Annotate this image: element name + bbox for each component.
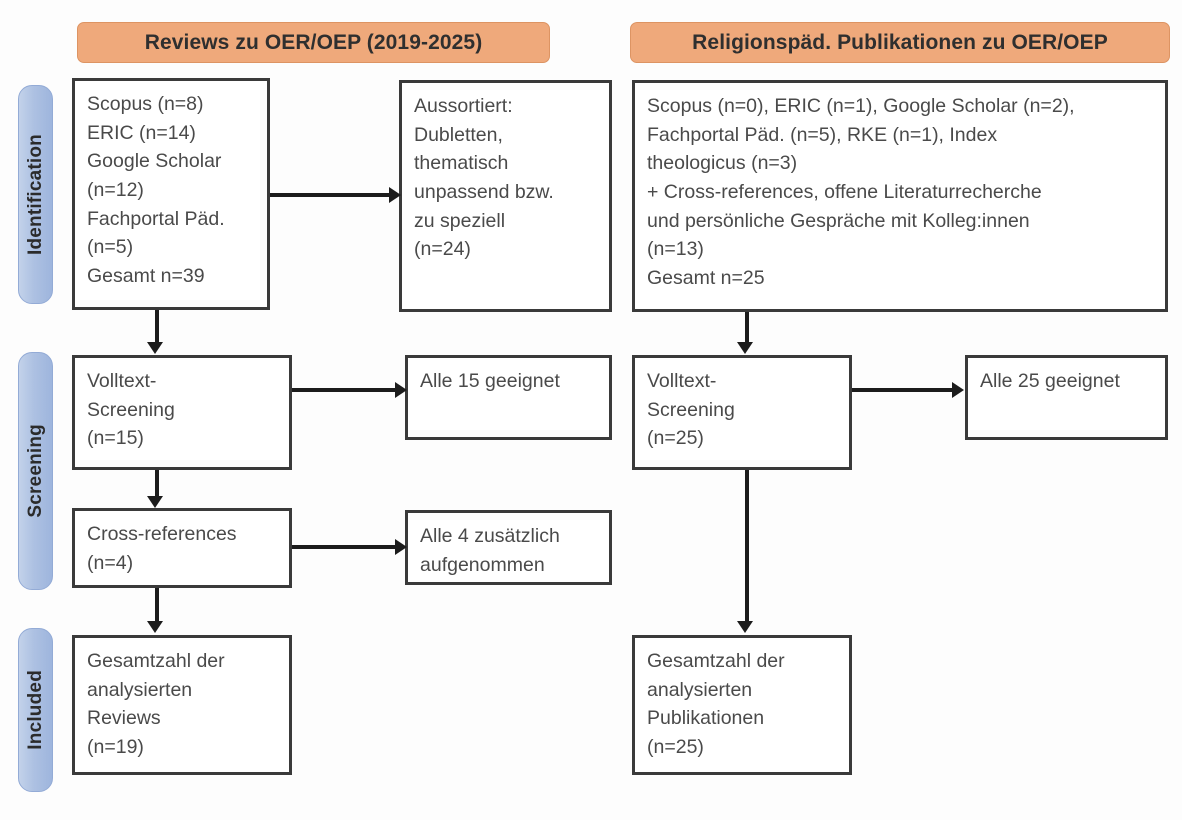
arrowhead-excluded: [389, 187, 401, 203]
box-line: Dubletten,: [414, 123, 503, 146]
connector-ident-right-to-fulltext-right: [745, 312, 749, 344]
box-line: (n=5): [87, 236, 134, 259]
stage-label-included: Included: [24, 670, 46, 750]
box-line: (n=4): [87, 551, 134, 574]
fulltext-screening-right-box: Volltext- Screening (n=25): [632, 355, 852, 470]
box-line: analysierten: [647, 678, 753, 701]
box-line: Volltext-: [647, 370, 717, 392]
box-line: Aussortiert:: [414, 95, 513, 117]
column-header-reviews: Reviews zu OER/OEP (2019-2025): [77, 22, 550, 63]
box-line: Cross-references: [87, 523, 237, 545]
box-line: analysierten: [87, 678, 193, 701]
stage-rail-screening: Screening: [18, 352, 53, 590]
box-line: Screening: [647, 398, 735, 421]
arrowhead-fulltext-left: [147, 342, 163, 354]
arrowhead-included-left: [147, 621, 163, 633]
box-line: Gesamtzahl der: [87, 650, 225, 672]
box-line: (n=25): [647, 427, 704, 450]
connector-fulltext-right-to-included-right: [745, 470, 749, 623]
identification-sources-right-box: Scopus (n=0), ERIC (n=1), Google Scholar…: [632, 80, 1168, 312]
box-line: Gesamt n=39: [87, 264, 205, 287]
box-line: Publikationen: [647, 707, 765, 730]
box-line: aufgenommen: [420, 553, 545, 576]
box-line: und persönliche Gespräche mit Kolleg:inn…: [647, 209, 1030, 232]
excluded-records-box: Aussortiert: Dubletten, thematisch unpas…: [399, 80, 612, 312]
arrowhead-allsuitable-left: [395, 382, 407, 398]
box-line: Gesamtzahl der: [647, 650, 785, 672]
arrowhead-crossref-left: [147, 496, 163, 508]
identification-sources-left-box: Scopus (n=8) ERIC (n=14) Google Scholar …: [72, 78, 270, 310]
box-line: (n=19): [87, 735, 144, 758]
arrowhead-allsuitable-right: [952, 382, 964, 398]
box-line: Google Scholar: [87, 150, 222, 173]
box-line: (n=13): [647, 238, 704, 261]
box-line: thematisch: [414, 152, 509, 175]
all-suitable-left-box: Alle 15 geeignet: [405, 355, 612, 440]
arrowhead-crossadded-left: [395, 539, 407, 555]
connector-crossref-to-included-left: [155, 588, 159, 623]
box-line: ERIC (n=14): [87, 121, 196, 144]
column-header-publications: Religionspäd. Publikationen zu OER/OEP: [630, 22, 1170, 63]
box-line: Scopus (n=0), ERIC (n=1), Google Scholar…: [647, 95, 1075, 117]
box-line: Alle 4 zusätzlich: [420, 525, 560, 547]
cross-references-left-box: Cross-references (n=4): [72, 508, 292, 588]
connector-fulltext-left-to-crossref: [155, 470, 159, 498]
connector-fulltext-left-to-allsuitable: [292, 388, 397, 392]
arrowhead-included-right: [737, 621, 753, 633]
box-line: + Cross-references, offene Literaturrech…: [647, 180, 1042, 203]
box-line: (n=25): [647, 735, 704, 758]
box-line: Alle 25 geeignet: [980, 370, 1120, 392]
box-line: Alle 15 geeignet: [420, 370, 560, 392]
cross-references-added-left-box: Alle 4 zusätzlich aufgenommen: [405, 510, 612, 585]
box-line: Fachportal Päd.: [87, 207, 225, 230]
box-line: Volltext-: [87, 370, 157, 392]
connector-crossref-to-crossadded: [292, 545, 397, 549]
stage-rail-included: Included: [18, 628, 53, 792]
box-line: Reviews: [87, 707, 161, 730]
stage-label-identification: Identification: [24, 133, 46, 256]
all-suitable-right-box: Alle 25 geeignet: [965, 355, 1168, 440]
box-line: zu speziell: [414, 209, 506, 232]
box-line: Scopus (n=8): [87, 93, 204, 115]
box-line: (n=15): [87, 427, 144, 450]
box-line: Screening: [87, 398, 175, 421]
stage-rail-identification: Identification: [18, 85, 53, 304]
arrowhead-fulltext-right: [737, 342, 753, 354]
box-line: unpassend bzw.: [414, 180, 554, 203]
included-total-left-box: Gesamtzahl der analysierten Reviews (n=1…: [72, 635, 292, 775]
included-total-right-box: Gesamtzahl der analysierten Publikatione…: [632, 635, 852, 775]
box-line: theologicus (n=3): [647, 152, 798, 175]
fulltext-screening-left-box: Volltext- Screening (n=15): [72, 355, 292, 470]
stage-label-screening: Screening: [24, 424, 46, 518]
connector-ident-left-to-excluded: [270, 193, 391, 197]
connector-fulltext-right-to-allsuitable: [852, 388, 954, 392]
box-line: (n=12): [87, 178, 144, 201]
connector-ident-left-to-fulltext-left: [155, 310, 159, 344]
box-line: Fachportal Päd. (n=5), RKE (n=1), Index: [647, 123, 998, 146]
box-line: (n=24): [414, 238, 471, 261]
box-line: Gesamt n=25: [647, 266, 765, 289]
